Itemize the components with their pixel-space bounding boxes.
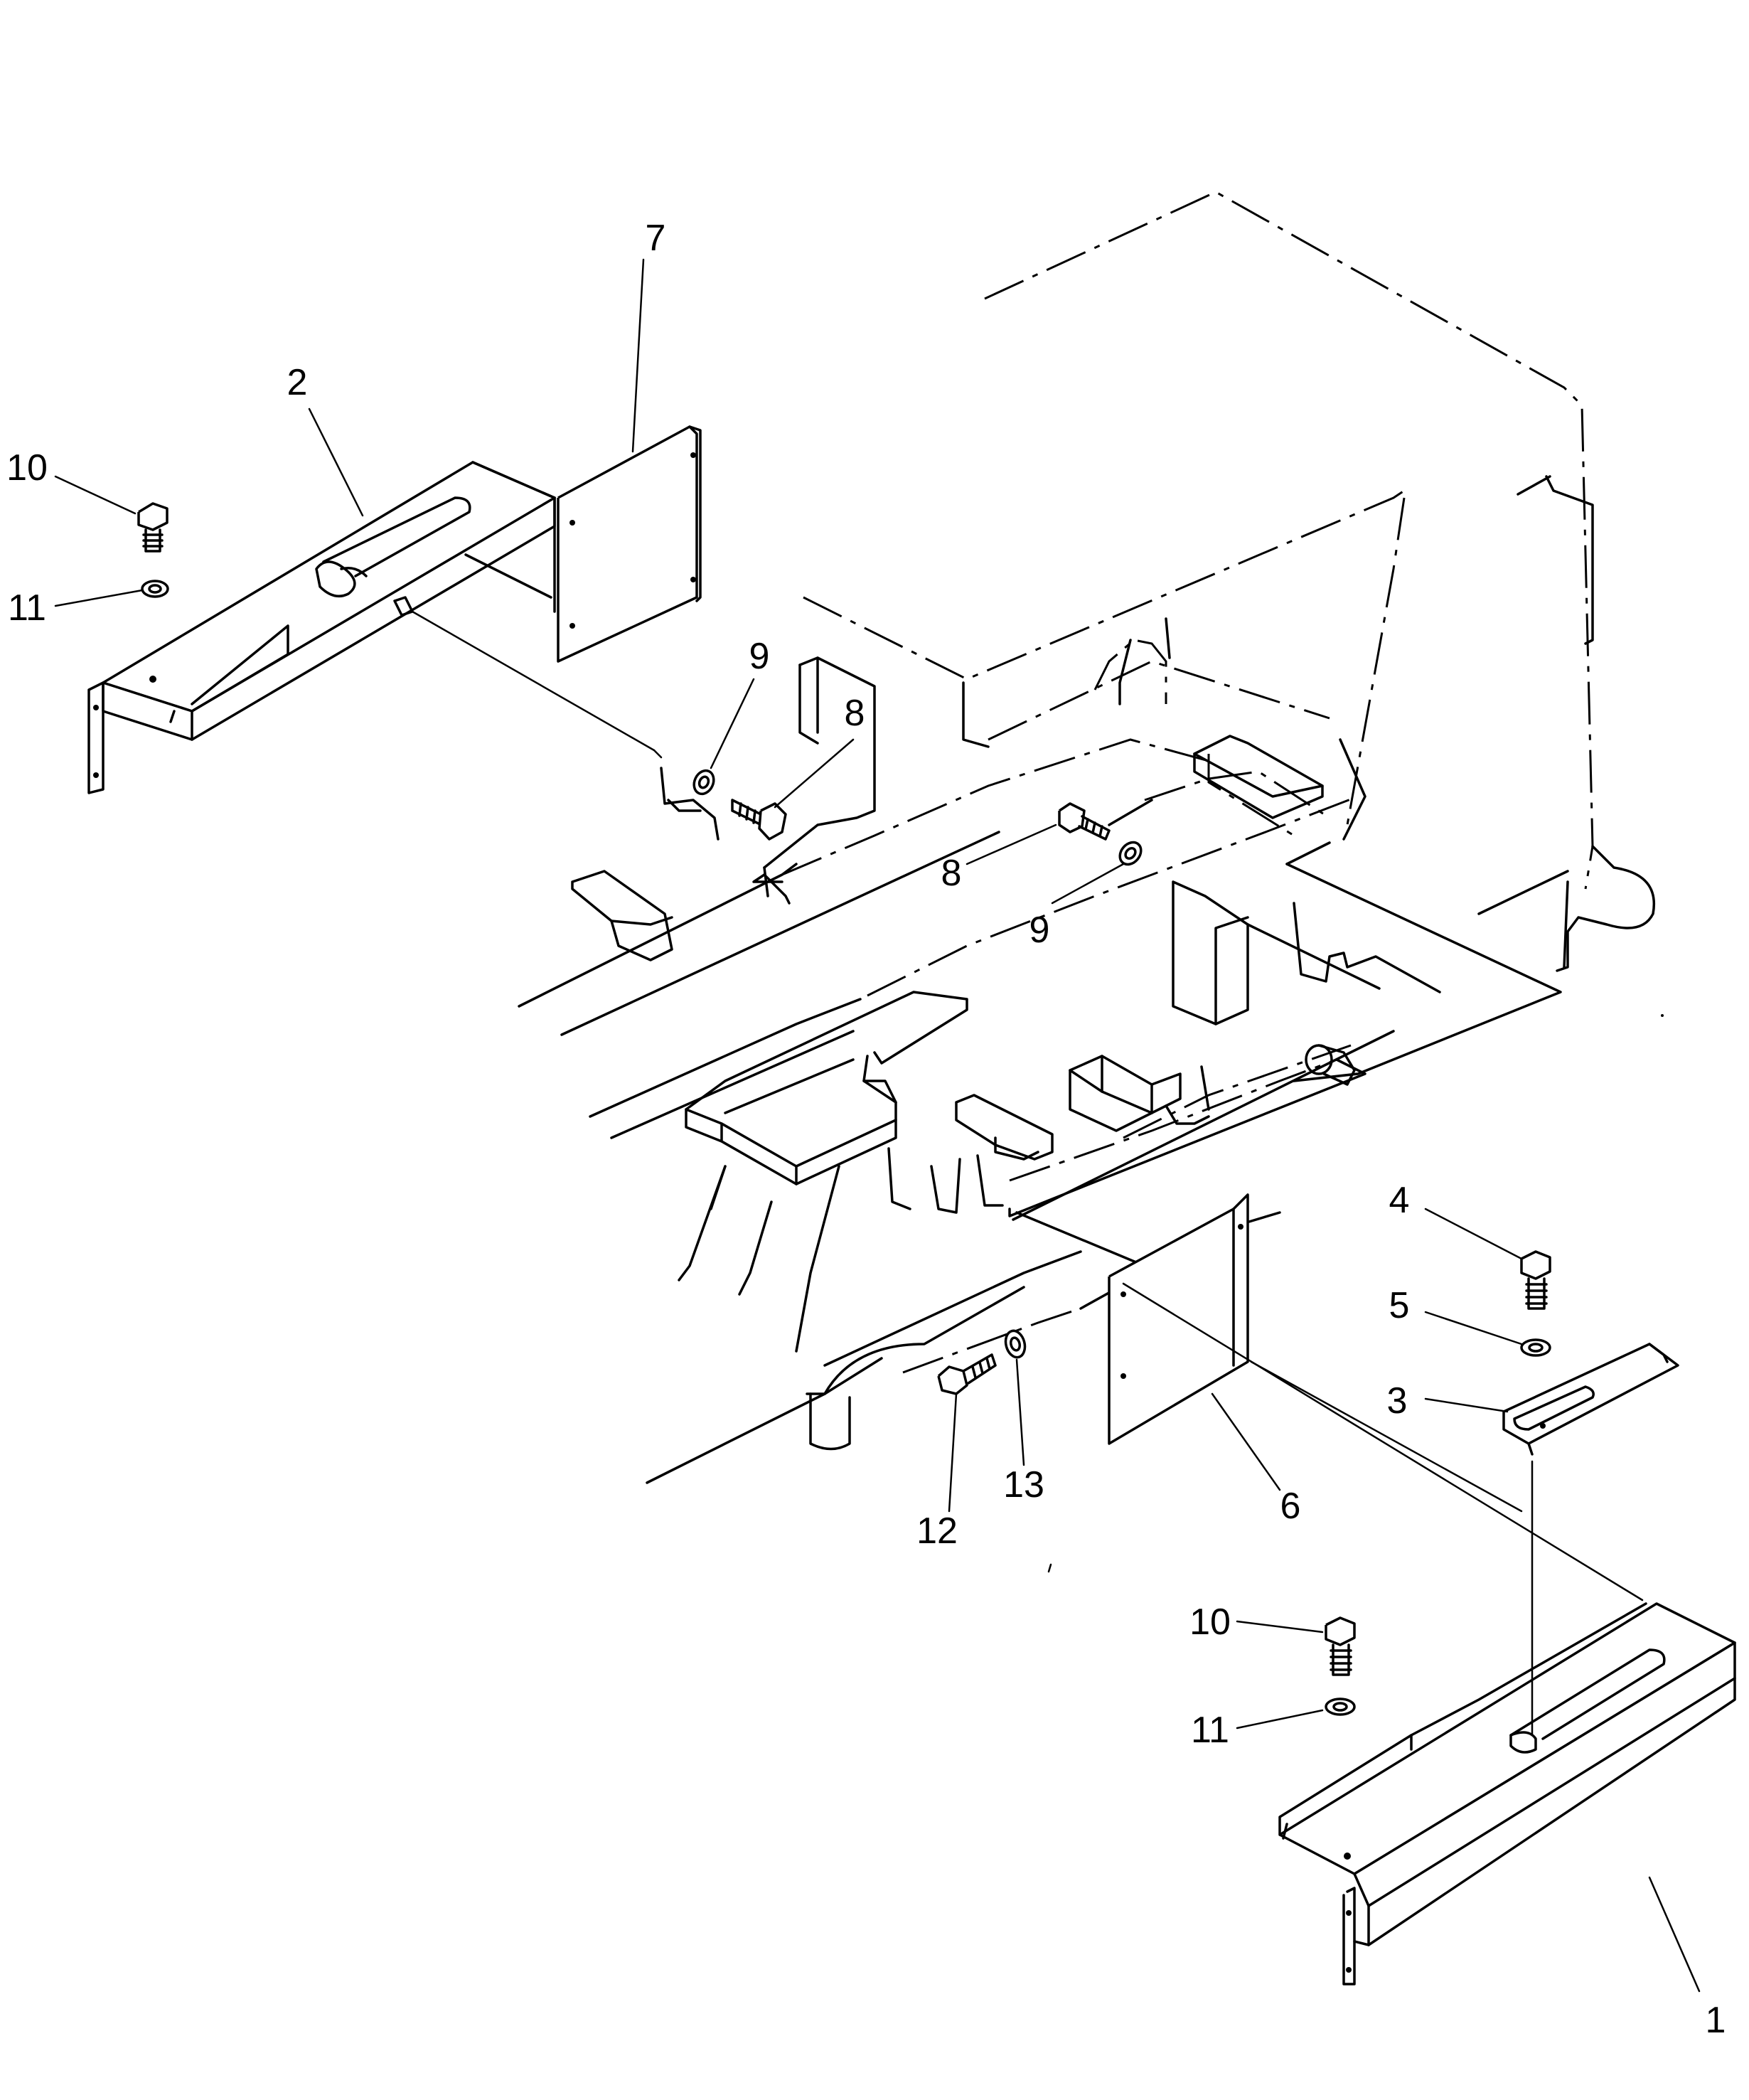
bolt-8-left <box>731 799 787 841</box>
callout-13: 13 <box>1003 1464 1044 1505</box>
callout-9-right: 9 <box>1029 910 1050 951</box>
callout-9-left: 9 <box>749 636 770 677</box>
bolt-8-right <box>1058 802 1111 841</box>
callout-7: 7 <box>646 218 666 259</box>
washer-11-lower <box>1325 1697 1356 1716</box>
part-2-cover <box>87 461 663 794</box>
callout-5: 5 <box>1389 1285 1410 1326</box>
bolt-10-upper <box>137 502 169 553</box>
callout-11-lower: 11 <box>1191 1710 1229 1751</box>
bolt-4 <box>1520 1250 1551 1310</box>
washer-5 <box>1520 1338 1551 1357</box>
callout-11-upper: 11 <box>8 587 46 629</box>
part-3-small-cover <box>1502 1343 1679 1456</box>
callout-6: 6 <box>1280 1486 1301 1527</box>
washer-9-left <box>692 769 715 796</box>
washer-9-right <box>1118 841 1143 866</box>
callout-4: 4 <box>1389 1180 1410 1221</box>
callout-8-right: 8 <box>941 853 962 894</box>
callout-10-lower: 10 <box>1189 1601 1231 1643</box>
callout-10-upper: 10 <box>6 447 48 489</box>
bolt-10-lower <box>1325 1616 1356 1676</box>
frame-body <box>518 191 1655 1484</box>
bolt-12 <box>937 1353 997 1395</box>
part-7-plate <box>557 425 702 663</box>
stray-marks <box>1047 1014 1664 1573</box>
washer-13 <box>1004 1329 1027 1359</box>
center-brackets <box>571 656 1441 1214</box>
leader-lines <box>54 258 1701 1993</box>
washer-11-upper <box>141 580 169 598</box>
callout-2: 2 <box>287 362 308 403</box>
callout-1: 1 <box>1706 2000 1726 2041</box>
part-6-plate <box>1108 1193 1644 1601</box>
callout-labels: 2 7 10 11 9 8 8 9 4 5 3 6 12 13 10 11 1 <box>6 218 1726 2041</box>
callout-3: 3 <box>1387 1380 1408 1422</box>
callout-8-left: 8 <box>845 693 865 734</box>
callout-12: 12 <box>916 1510 958 1552</box>
part-1-cover <box>1278 1460 1736 1986</box>
